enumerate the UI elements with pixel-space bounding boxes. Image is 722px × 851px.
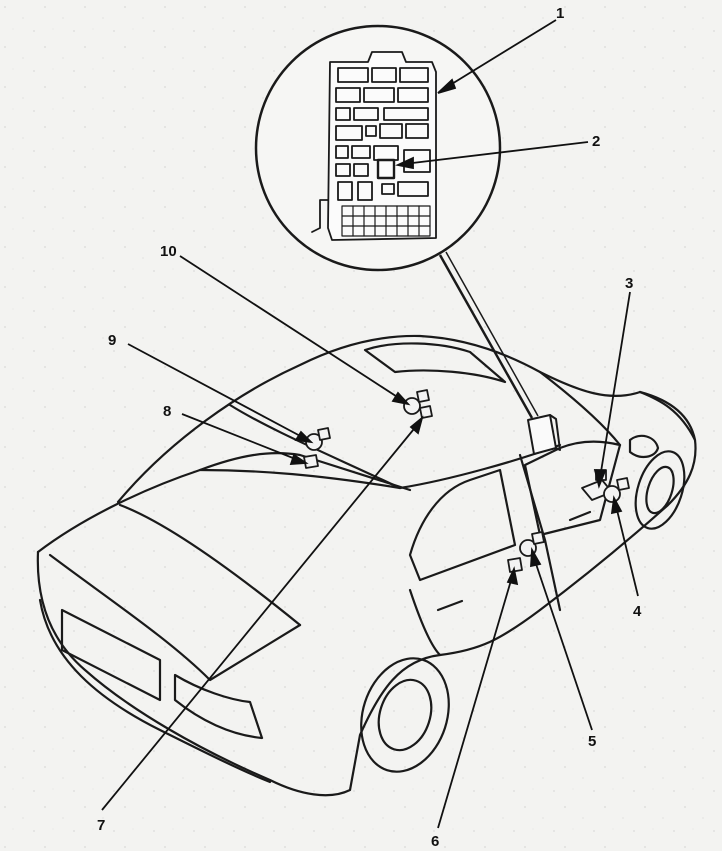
callout-labels: 1 2 3 4 5 6 7 8 9 10 — [97, 5, 642, 850]
leader-lines — [101, 19, 639, 829]
callout-4: 4 — [633, 603, 642, 620]
callout-9: 9 — [108, 332, 116, 349]
relays-on-car — [303, 389, 630, 573]
relay-10 — [403, 389, 433, 419]
callout-5: 5 — [588, 733, 596, 750]
relay-9 — [305, 427, 331, 451]
car-outline — [36, 334, 697, 797]
callout-2: 2 — [592, 133, 600, 150]
relay-5 — [519, 531, 545, 557]
relay-8 — [303, 454, 319, 469]
under-dash-fuse-box — [527, 414, 561, 455]
callout-7: 7 — [97, 817, 105, 834]
detail-magnifier — [254, 24, 539, 419]
relay-6 — [507, 557, 523, 573]
callout-6: 6 — [431, 833, 439, 850]
relay-4 — [603, 477, 630, 503]
callout-10: 10 — [160, 243, 177, 260]
callout-3: 3 — [625, 275, 633, 292]
fuse-relay-box — [311, 51, 437, 241]
callout-1: 1 — [556, 5, 564, 22]
callout-8: 8 — [163, 403, 171, 420]
